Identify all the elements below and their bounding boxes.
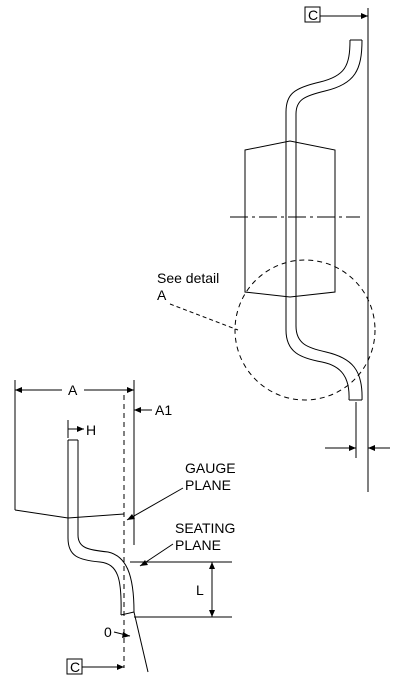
datum-c-top: C: [304, 6, 368, 23]
dimension-l: L: [130, 561, 232, 618]
gauge-plane-leader: [126, 487, 184, 521]
gauge-plane-arrow: [127, 514, 135, 520]
see-detail-leader: [169, 303, 239, 331]
gauge-plane-label-line1: GAUGE: [185, 460, 236, 476]
dim-h-label: H: [86, 422, 96, 438]
angle-arrow: [122, 632, 130, 638]
dimension-a: A: [14, 380, 134, 510]
angle-line: [133, 611, 149, 673]
dim-a-arrow-left: [15, 387, 22, 393]
angle-dimension: 0: [104, 611, 149, 673]
dim-a-label: A: [68, 382, 78, 398]
detail-a-circle: [234, 259, 376, 401]
seating-plane-label-line2: PLANE: [175, 537, 221, 553]
angle-label: 0: [104, 624, 112, 640]
datum-c-top-label: C: [308, 7, 318, 23]
seating-plane-label-line1: SEATING: [175, 520, 235, 536]
detail-lead-outer: [67, 440, 122, 616]
detail-lead-inner: [77, 440, 135, 613]
datum-c-bottom-label: C: [70, 659, 80, 675]
detail-lead-tip: [120, 611, 135, 616]
dimension-h: H: [67, 420, 96, 438]
datum-c-bottom-arrowhead: [117, 664, 124, 670]
dim-a1-arrow: [134, 407, 141, 413]
lead-lower-outer: [285, 297, 350, 401]
dim-l-arrow-bottom: [209, 610, 215, 617]
dim-a1-label: A1: [155, 402, 172, 418]
dim-h-arrow: [77, 426, 84, 432]
lead-upper-inner: [295, 39, 363, 141]
dim-l-arrow-top: [209, 562, 215, 569]
lead-thickness-dimension: [325, 402, 390, 458]
package-body-right: [244, 140, 336, 298]
dim-a-arrow-right: [127, 387, 134, 393]
lead-thickness-arrow-right: [368, 445, 375, 451]
dim-l-label: L: [196, 582, 204, 598]
datum-c-top-box: [304, 6, 321, 23]
lead-upper-outer: [285, 39, 351, 141]
package-body-detail: [14, 509, 125, 519]
datum-c-bottom: C: [66, 658, 124, 675]
lead-lower-inner: [295, 297, 363, 401]
dimension-a1: A1: [134, 402, 172, 418]
gauge-plane-label-line2: PLANE: [185, 477, 231, 493]
see-detail-label-line1: See detail: [157, 270, 219, 286]
seating-plane-arrow: [140, 560, 148, 566]
datum-c-top-arrowhead: [361, 13, 368, 19]
lead-thickness-arrow-left: [349, 445, 356, 451]
see-detail-label-line2: A: [157, 287, 167, 303]
